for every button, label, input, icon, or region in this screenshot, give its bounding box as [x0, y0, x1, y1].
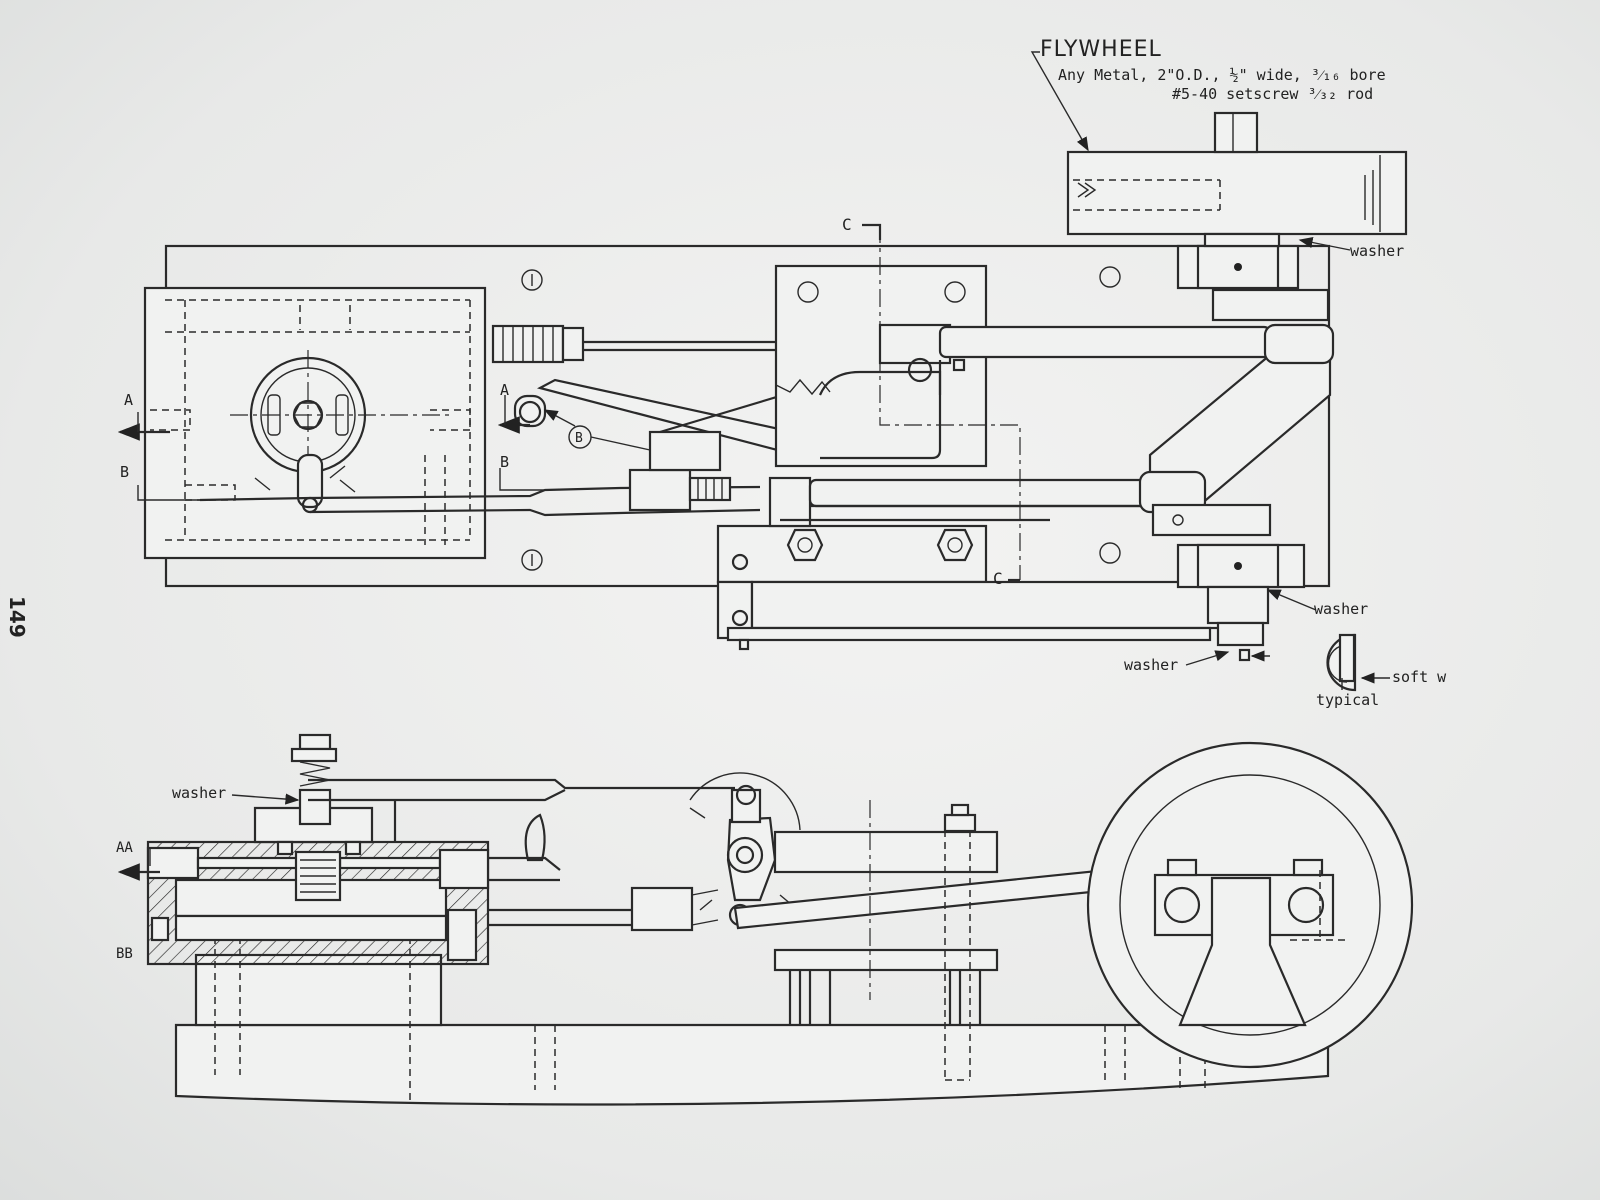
- typical-label: typical: [1316, 691, 1379, 709]
- page-number: 149: [5, 596, 29, 638]
- washer-label-bottom: washer: [1124, 656, 1178, 674]
- port-b-mid-label: B: [500, 453, 509, 471]
- port-b-left-label: B: [120, 463, 129, 481]
- section-c-top-label: C: [842, 215, 852, 234]
- valve-chest-plate: [774, 264, 988, 468]
- port-a-left-label: A: [124, 391, 133, 409]
- side-base: [174, 1023, 1330, 1106]
- flywheel-spec-line1: Any Metal, 2"O.D., ½" wide, ³⁄₁₆ bore: [1058, 66, 1386, 84]
- flywheel-spec-line2: #5-40 setscrew ³⁄₃₂ rod: [1172, 85, 1373, 103]
- elevation-view: [117, 733, 1414, 1106]
- section-c-bottom-label: C: [993, 569, 1003, 588]
- bb-label: BB: [116, 946, 133, 962]
- side-washer-label: washer: [172, 784, 226, 802]
- soft-w-label: soft w: [1392, 668, 1447, 686]
- callout-b-label: B: [575, 431, 583, 446]
- flywheel-title: FLYWHEEL: [1040, 37, 1162, 62]
- plan-view: [117, 51, 1408, 692]
- flywheel-body: [1066, 150, 1408, 236]
- port-a-mid-label: A: [500, 381, 509, 399]
- washer-label-right: washer: [1314, 600, 1368, 618]
- washer-label-top: washer: [1350, 242, 1404, 260]
- aa-label: AA: [116, 840, 133, 856]
